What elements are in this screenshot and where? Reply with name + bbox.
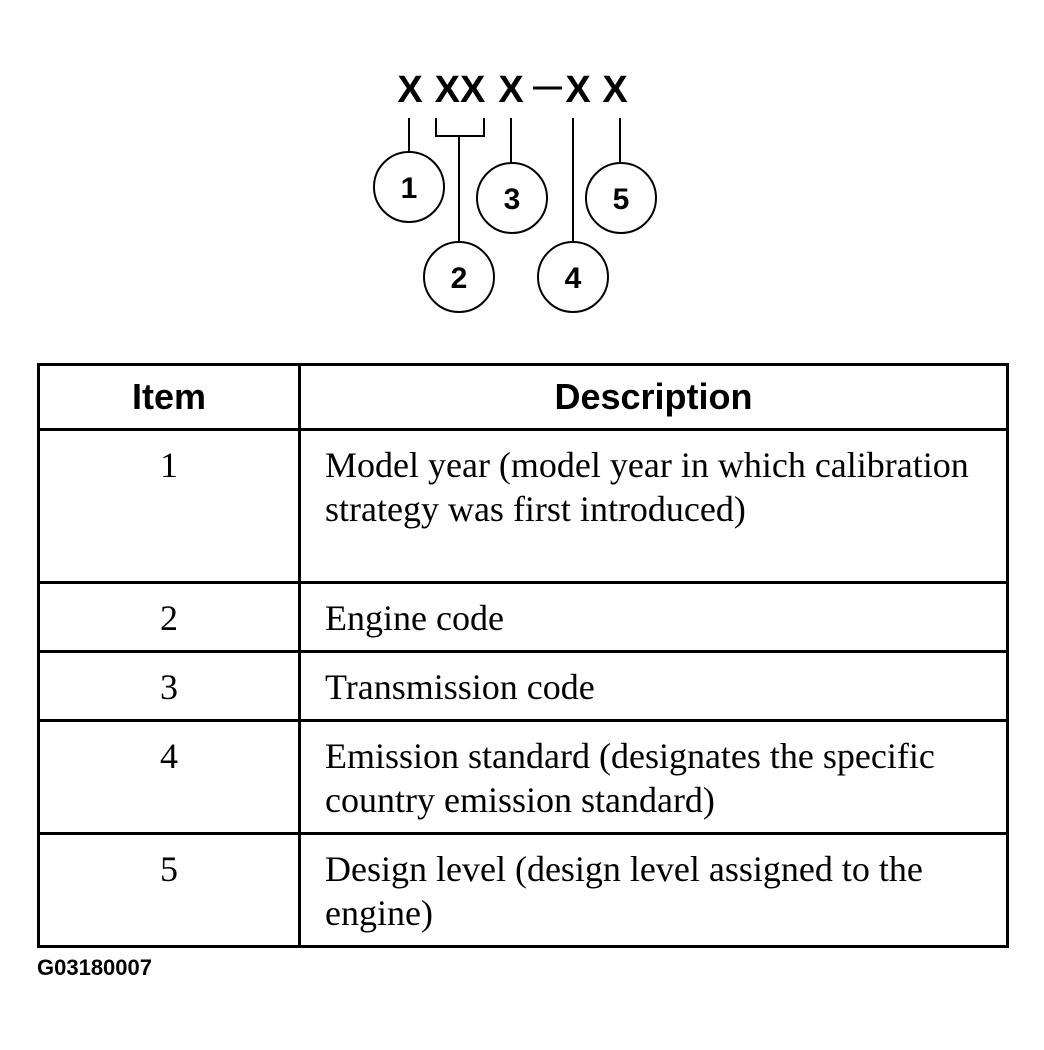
code-char-3: X <box>498 69 524 111</box>
calibration-code-diagram: X XX X X X 1 2 3 4 5 <box>373 69 657 313</box>
code-char-2: XX <box>435 69 486 111</box>
callout-circle-1 <box>373 151 445 223</box>
table-row: 1 Model year (model year in which calibr… <box>37 428 1009 584</box>
table-row: 3 Transmission code <box>37 650 1009 722</box>
item-description: Emission standard (designates the specif… <box>298 719 1009 835</box>
callout-circle-5 <box>585 162 657 234</box>
callout-label-4: 4 <box>565 262 582 295</box>
item-description: Transmission code <box>298 650 1009 722</box>
leader-bracket-2 <box>435 118 485 137</box>
callout-circle-4 <box>537 241 609 313</box>
item-number: 3 <box>37 650 301 722</box>
item-description: Engine code <box>298 581 1009 653</box>
callout-label-5: 5 <box>613 183 630 216</box>
table-row: 2 Engine code <box>37 581 1009 653</box>
callout-label-1: 1 <box>401 172 418 205</box>
code-char-4: X <box>565 69 591 111</box>
item-number: 4 <box>37 719 301 835</box>
table-header-row: Item Description <box>37 363 1009 431</box>
table-row: 5 Design level (design level assigned to… <box>37 832 1009 948</box>
item-number: 1 <box>37 428 301 584</box>
code-char-1: X <box>397 69 423 111</box>
callout-label-2: 2 <box>451 262 468 295</box>
table-row: 4 Emission standard (designates the spec… <box>37 719 1009 835</box>
item-description: Design level (design level assigned to t… <box>298 832 1009 948</box>
code-char-5: X <box>602 69 628 111</box>
item-number: 5 <box>37 832 301 948</box>
item-description-table: Item Description 1 Model year (model yea… <box>37 363 1009 948</box>
item-description: Model year (model year in which calibrat… <box>298 428 1009 584</box>
item-column-header: Item <box>37 363 301 431</box>
callout-label-3: 3 <box>504 183 521 216</box>
item-number: 2 <box>37 581 301 653</box>
callout-circle-2 <box>423 241 495 313</box>
description-column-header: Description <box>298 363 1009 431</box>
callout-circle-3 <box>476 162 548 234</box>
figure-id: G03180007 <box>37 955 152 980</box>
